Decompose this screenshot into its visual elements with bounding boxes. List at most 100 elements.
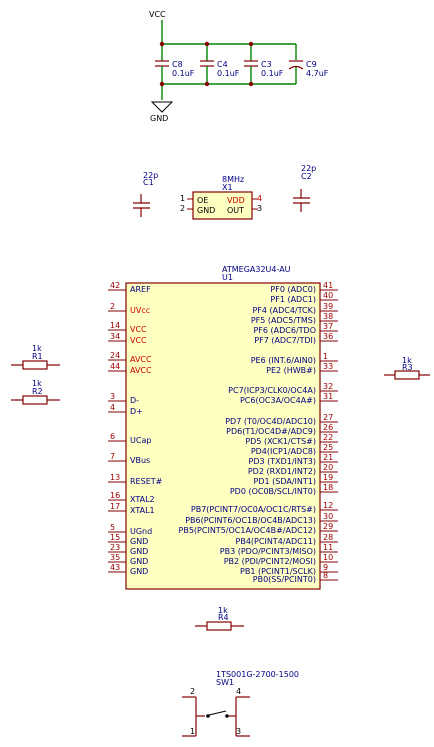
mcu-pin-name: PD5 (XCK1/CTS#)	[245, 437, 316, 446]
mcu-pin-num: 27	[323, 413, 333, 422]
mcu-pin-name: UCap	[130, 436, 151, 445]
mcu-pin-num: 24	[110, 351, 120, 360]
mcu-pin-name: AVCC	[130, 355, 152, 364]
pin-name: OUT	[227, 206, 244, 215]
switch-ref: SW1	[216, 678, 234, 687]
mcu-pin-num: 14	[110, 321, 120, 330]
mcu-pin-name: D+	[130, 407, 143, 416]
capacitor-c8[interactable]: C8 0.1uF	[155, 44, 195, 84]
mcu-pin-num: 42	[110, 281, 120, 290]
mcu-pin-num: 31	[323, 392, 333, 401]
crystal-x1[interactable]: 8MHz X1 1 2 4 3 OE GND VDD OUT	[180, 175, 262, 220]
mcu-pin-num: 41	[323, 281, 333, 290]
mcu-pin-name: PB5(PCINT5/OC1A/OC4B#/ADC12)	[179, 526, 316, 535]
mcu-pin-name: XTAL1	[130, 506, 155, 515]
mcu-pin-num: 21	[323, 453, 333, 462]
mcu-pin-num: 13	[110, 473, 120, 482]
mcu-pin-name: PF4 (ADC4/TCK)	[252, 306, 316, 315]
cap-ref: C9	[306, 60, 317, 69]
mcu-pin-num: 17	[110, 502, 120, 511]
switch-sw1[interactable]: 1TS001G-2700-1500 SW1 2 4 1 3	[182, 670, 299, 737]
resistor-r2[interactable]: 1k R2	[11, 379, 60, 405]
mcu-pin-name: GND	[130, 547, 148, 556]
res-value: 1k	[218, 606, 228, 615]
mcu-pin-name: PD1 (SDA/INT1)	[254, 477, 316, 486]
resistor-r1[interactable]: 1k R1	[11, 344, 60, 370]
pin-name: OE	[197, 196, 208, 205]
mcu-pin-name: PD7 (T0/OC4D/ADC10)	[225, 417, 316, 426]
crystal-value: 8MHz	[222, 175, 244, 184]
mcu-pin-name: PF6 (ADC6/TDO	[253, 326, 316, 335]
capacitor-c3[interactable]: C3 0.1uF	[244, 44, 284, 84]
mcu-pin-name: PB6(PCINT6/OC1B/OC4B/ADC13)	[185, 516, 316, 525]
mcu-pin-num: 18	[323, 483, 333, 492]
mcu-pin-num: 5	[110, 523, 115, 532]
res-value: 1k	[32, 344, 42, 353]
mcu-pin-name: PB1 (PCINT1/SCLK)	[240, 567, 316, 576]
cap-value: 22p	[143, 171, 158, 180]
mcu-pin-num: 36	[323, 332, 333, 341]
mcu-pin-name: PF7 (ADC7/TDI)	[254, 336, 316, 345]
mcu-pin-num: 37	[323, 322, 333, 331]
mcu-pin-num: 9	[323, 563, 328, 572]
mcu-pin-num: 19	[323, 473, 333, 482]
mcu-pin-name: VCC	[130, 325, 147, 334]
res-value: 1k	[402, 356, 412, 365]
cap-value: 0.1uF	[172, 69, 195, 78]
mcu-pin-num: 32	[323, 382, 333, 391]
vcc-label: VCC	[149, 10, 166, 19]
cap-ref: C8	[172, 60, 183, 69]
pin-num: 2	[180, 204, 185, 213]
res-ref: R1	[32, 352, 43, 361]
pin-num: 4	[236, 687, 241, 696]
mcu-pin-name: PE2 (HWB#)	[266, 366, 316, 375]
decoupling-network: VCC C8 0.1uF C4 0.1uF C3	[149, 10, 329, 123]
switch-part: 1TS001G-2700-1500	[216, 670, 299, 679]
mcu-pin-name: GND	[130, 557, 148, 566]
mcu-pin-num: 43	[110, 563, 120, 572]
mcu-pin-name: PB4(PCINT4/ADC11)	[236, 537, 316, 546]
capacitor-c9[interactable]: C9 4.7uF	[288, 44, 329, 84]
mcu-pin-num: 2	[110, 302, 115, 311]
pin-num: 2	[190, 687, 195, 696]
crystal-ref: X1	[222, 183, 233, 192]
mcu-pin-name: VCC	[130, 336, 147, 345]
mcu-pin-name: PD2 (RXD1/INT2)	[248, 467, 316, 476]
mcu-pin-name: PC7(ICP3/CLK0/OC4A)	[228, 386, 316, 395]
mcu-pin-name: D-	[130, 396, 139, 405]
capacitor-c2[interactable]: 22p C2	[293, 164, 316, 212]
mcu-pin-num: 39	[323, 302, 333, 311]
junction-dot	[159, 81, 165, 87]
mcu-pin-num: 3	[110, 392, 115, 401]
mcu-pin-num: 10	[323, 553, 333, 562]
junction-dot	[204, 81, 210, 87]
junction-dot	[248, 81, 254, 87]
cap-ref: C4	[217, 60, 228, 69]
capacitor-c4[interactable]: C4 0.1uF	[200, 44, 240, 84]
pin-num: 3	[236, 727, 241, 736]
mcu-pin-num: 40	[323, 291, 333, 300]
mcu-pin-name: PD3 (TXD1/INT3)	[249, 457, 317, 466]
mcu-part: ATMEGA32U4-AU	[222, 265, 291, 274]
cap-value: 0.1uF	[261, 69, 284, 78]
pin-name: VDD	[227, 196, 245, 205]
res-value: 1k	[32, 379, 42, 388]
mcu-pin-name: UVcc	[130, 306, 150, 315]
mcu-pin-num: 23	[110, 543, 120, 552]
mcu-pin-num: 35	[110, 553, 120, 562]
mcu-pin-num: 11	[323, 543, 333, 552]
mcu-pin-num: 20	[323, 463, 333, 472]
resistor-r3[interactable]: 1k R3	[384, 356, 430, 380]
mcu-pin-name: PF1 (ADC1)	[270, 295, 316, 304]
mcu-pin-name: VBus	[130, 456, 150, 465]
mcu-pin-num: 12	[323, 501, 333, 510]
mcu-pin-num: 7	[110, 452, 115, 461]
resistor-r4[interactable]: 1k R4	[195, 606, 244, 631]
mcu-pin-num: 33	[323, 362, 333, 371]
capacitor-c1[interactable]: 22p C1	[133, 171, 158, 217]
cap-ref: C1	[143, 178, 154, 187]
mcu-pin-name: AREF	[130, 285, 151, 294]
